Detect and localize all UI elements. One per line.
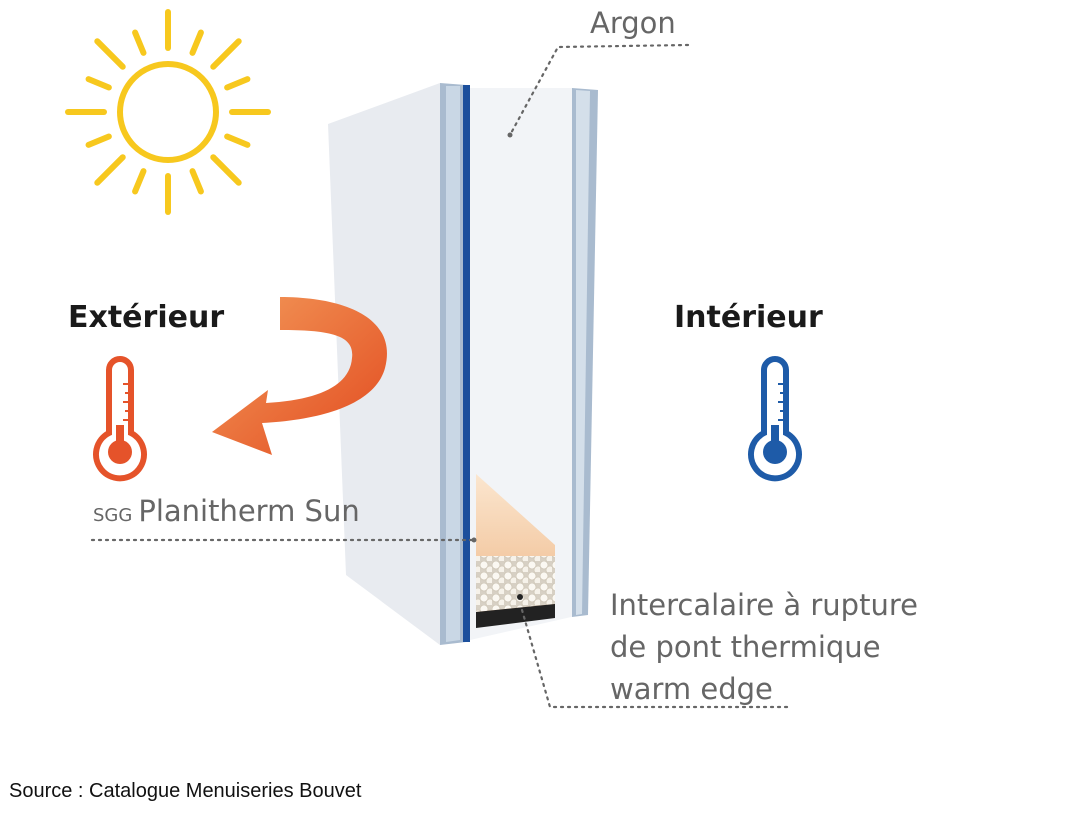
sun-ray bbox=[189, 168, 204, 195]
sun-ray bbox=[94, 38, 126, 70]
interior-label: Intérieur bbox=[674, 300, 823, 335]
warm-edge-spacer bbox=[476, 474, 555, 628]
sun-ray bbox=[85, 133, 112, 148]
sun-ray bbox=[85, 76, 112, 91]
sun-ray bbox=[224, 133, 251, 148]
coating-layer bbox=[463, 85, 470, 642]
spacer-label: Intercalaire à rupture de pont thermique… bbox=[610, 584, 918, 710]
sun-ray bbox=[132, 29, 147, 56]
sun-ray bbox=[94, 154, 126, 186]
sun-icon bbox=[65, 9, 271, 215]
coating-prefix: SGG bbox=[93, 505, 133, 526]
cold-thermometer-icon bbox=[748, 356, 802, 482]
hot-thermometer-icon bbox=[93, 356, 147, 482]
heat-reflection-arrow-icon bbox=[212, 297, 387, 455]
argon-leader-line bbox=[508, 43, 690, 137]
spacer-label-line3: warm edge bbox=[610, 672, 773, 706]
argon-label: Argon bbox=[590, 6, 676, 40]
sun-ray bbox=[210, 38, 242, 70]
coating-name: Planitherm Sun bbox=[138, 494, 360, 528]
spacer-label-line1: Intercalaire à rupture bbox=[610, 588, 918, 622]
spacer-leader-line bbox=[520, 608, 790, 709]
sun-ray bbox=[210, 154, 242, 186]
sun-ray bbox=[189, 29, 204, 56]
sun-disc bbox=[117, 61, 219, 163]
sun-ray bbox=[132, 168, 147, 195]
source-caption: Source : Catalogue Menuiseries Bouvet bbox=[9, 780, 362, 802]
sun-ray bbox=[224, 76, 251, 91]
exterior-label: Extérieur bbox=[68, 300, 225, 335]
spacer-label-line2: de pont thermique bbox=[610, 630, 881, 664]
